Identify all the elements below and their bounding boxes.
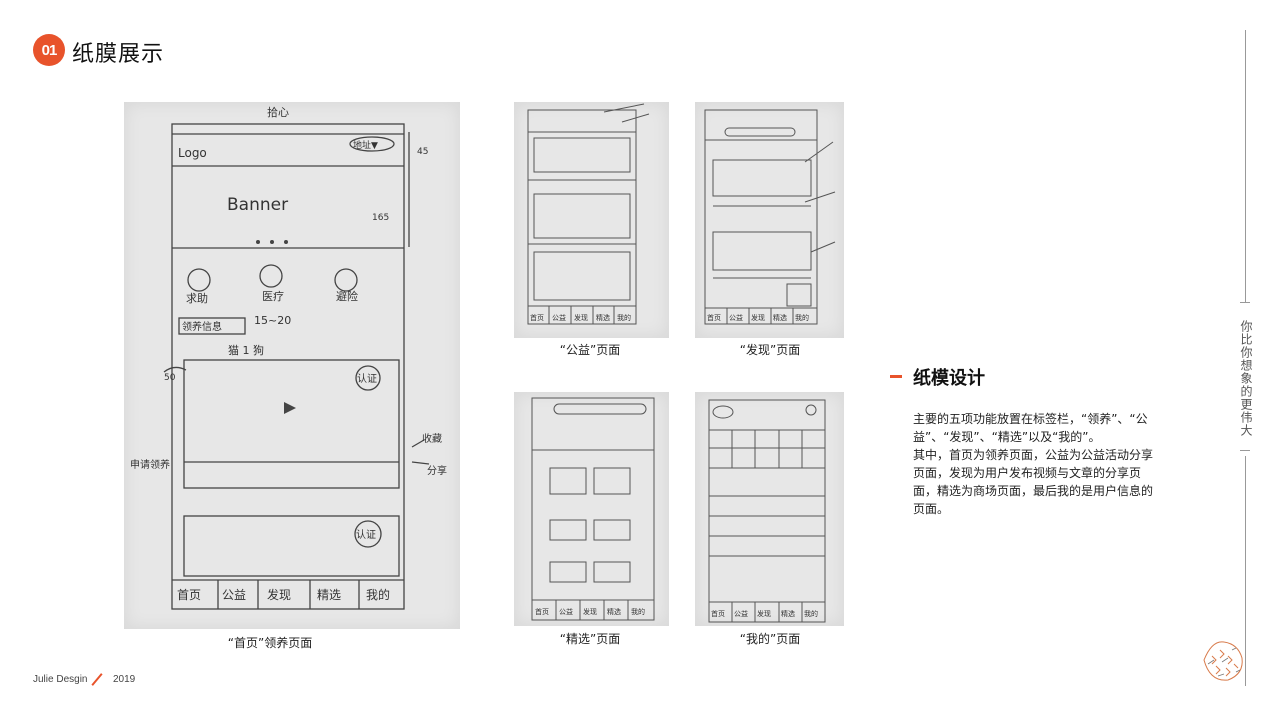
selected-tab-2: 公益 xyxy=(559,607,573,616)
discover-tab-3: 发现 xyxy=(751,313,765,322)
discover-sketch-drawing: 首页 公益 发现 精选 我的 xyxy=(704,109,836,325)
selected-tab-1: 首页 xyxy=(535,607,549,616)
section-number-badge: 01 xyxy=(33,34,65,66)
discover-caption: “发现”页面 xyxy=(739,343,801,357)
home-cat3-text: 避险 xyxy=(336,289,358,303)
charity-caption: “公益”页面 xyxy=(559,343,621,357)
charity-tab-2: 公益 xyxy=(552,313,566,322)
decorative-pattern-icon xyxy=(1203,641,1243,681)
charity-sketch-photo: 首页 公益 发现 精选 我的 xyxy=(514,102,669,338)
home-margin-text: 50 xyxy=(164,373,176,383)
home-cat2-text: 医疗 xyxy=(262,289,284,303)
selected-sketch-photo: 首页 公益 发现 精选 我的 xyxy=(514,392,669,626)
home-cat1-text: 求助 xyxy=(186,291,208,305)
home-tab-3: 发现 xyxy=(267,587,291,602)
footer-slash-divider xyxy=(91,673,103,686)
home-tab-5: 我的 xyxy=(366,587,390,602)
side-rule-tick-bottom xyxy=(1240,450,1250,451)
section-description: 主要的五项功能放置在标签栏，“领养”、“公益”、“发现”、“精选”以及“我的”。… xyxy=(913,410,1153,518)
slogan-part-b: 更伟大 xyxy=(1239,398,1253,437)
discover-tab-5: 我的 xyxy=(795,313,809,322)
side-rule-tick-top xyxy=(1240,302,1250,303)
charity-sketch-drawing: 首页 公益 发现 精选 我的 xyxy=(527,103,650,325)
mine-caption: “我的”页面 xyxy=(739,632,801,646)
mine-sketch-photo: 首页 公益 发现 精选 我的 xyxy=(695,392,844,626)
footer-author: Julie Desgin xyxy=(33,674,88,685)
side-rule-top xyxy=(1245,30,1246,302)
home-top-note: 拾心 xyxy=(267,105,289,119)
home-caption: “首页”领养页面 xyxy=(227,636,313,650)
selected-sketch-drawing: 首页 公益 发现 精选 我的 xyxy=(531,397,655,621)
mine-tab-2: 公益 xyxy=(734,609,748,618)
home-collect-text: 收藏 xyxy=(422,432,442,445)
home-tab-1: 首页 xyxy=(177,588,201,602)
footer-year: 2019 xyxy=(113,674,136,685)
home-location-text: 地址▼ xyxy=(353,139,378,151)
home-header-size: 45 xyxy=(417,147,428,157)
mine-tab-1: 首页 xyxy=(711,609,725,618)
home-adopt-text: 领养信息 xyxy=(182,320,222,333)
mine-tab-5: 我的 xyxy=(804,609,818,618)
home-adopt-num: 15~20 xyxy=(254,314,291,327)
mine-sketch-drawing: 首页 公益 发现 精选 我的 xyxy=(708,399,826,623)
discover-tab-4: 精选 xyxy=(773,313,787,322)
selected-tab-3: 发现 xyxy=(583,607,597,616)
slogan-part-a: 你比你想象的 xyxy=(1239,320,1253,398)
home-banner-size: 165 xyxy=(372,213,389,223)
badge-text: 01 xyxy=(41,41,58,59)
section-accent-dash xyxy=(890,375,902,378)
home-sketch-photo: 拾心 Logo 地址▼ Banner 165 45 求助 医疗 避险 领养信息 … xyxy=(124,102,460,629)
section-title: 纸模设计 xyxy=(913,368,985,389)
charity-tab-1: 首页 xyxy=(530,313,544,322)
discover-tab-2: 公益 xyxy=(729,313,743,322)
home-logo-text: Logo xyxy=(178,146,207,160)
section-paragraph-1: 主要的五项功能放置在标签栏，“领养”、“公益”、“发现”、“精选”以及“我的”。 xyxy=(913,412,1148,444)
selected-caption: “精选”页面 xyxy=(559,632,621,646)
mine-tab-4: 精选 xyxy=(781,609,795,618)
discover-tab-1: 首页 xyxy=(707,313,721,322)
home-tab-4: 精选 xyxy=(317,588,341,602)
page-title: 纸膜展示 xyxy=(72,42,165,67)
selected-tab-4: 精选 xyxy=(607,607,621,616)
home-filter-text: 猫 1 狗 xyxy=(228,344,264,357)
mine-tab-3: 发现 xyxy=(757,609,771,618)
side-rule-bottom xyxy=(1245,456,1246,686)
charity-tab-3: 发现 xyxy=(574,313,588,322)
home-banner-text: Banner xyxy=(227,195,288,215)
home-tab-2: 公益 xyxy=(222,588,246,602)
charity-tab-4: 精选 xyxy=(596,313,610,322)
home-verify2-text: 认证 xyxy=(356,528,376,541)
home-verify1-text: 认证 xyxy=(357,372,377,385)
home-sketch-drawing: 拾心 Logo 地址▼ Banner 165 45 求助 医疗 避险 领养信息 … xyxy=(130,105,447,610)
discover-sketch-photo: 首页 公益 发现 精选 我的 xyxy=(695,102,844,338)
selected-tab-5: 我的 xyxy=(631,607,645,616)
charity-tab-5: 我的 xyxy=(617,313,631,322)
home-apply-text: 申请领养 xyxy=(130,458,170,471)
section-paragraph-2: 其中，首页为领养页面，公益为公益活动分享页面，发现为用户发布视频与文章的分享页面… xyxy=(913,448,1154,516)
home-share-text: 分享 xyxy=(427,464,447,477)
